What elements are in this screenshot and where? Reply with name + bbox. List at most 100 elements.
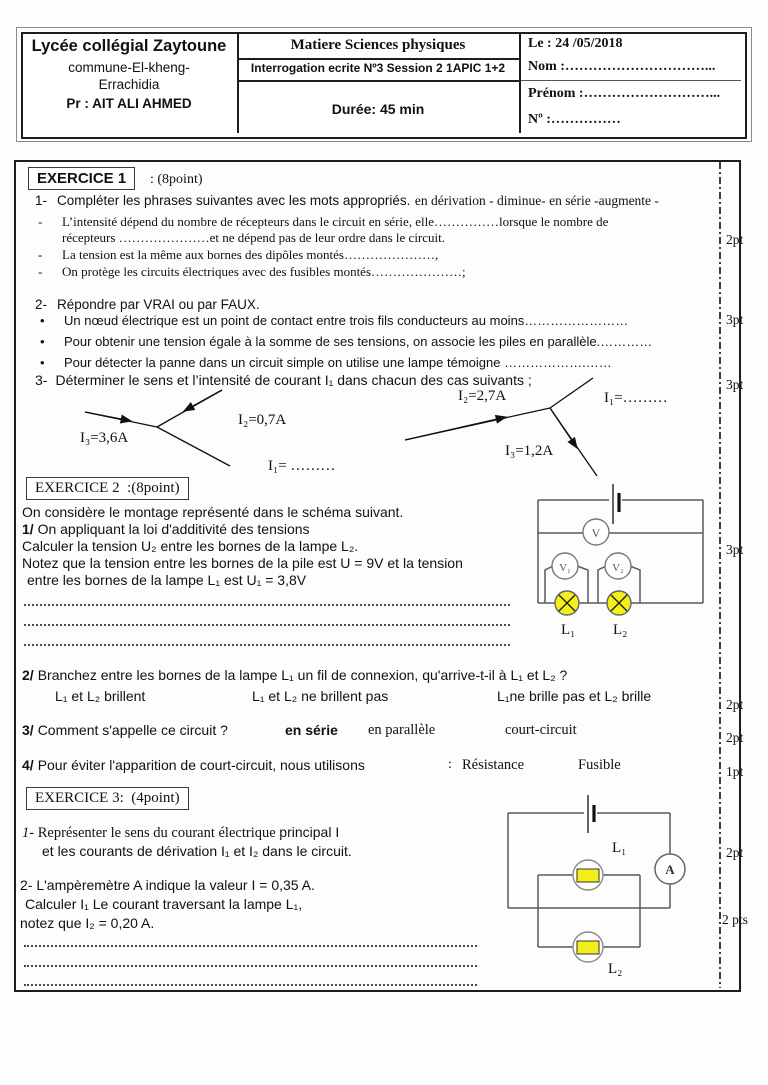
points-badge: 1pt: [726, 764, 744, 779]
header-row-line-1: [239, 58, 519, 60]
lamp-l1-label: L₁: [561, 622, 576, 638]
exercise1-title: EXERCICE 1: [37, 170, 127, 187]
lamp-l1-icon: [572, 859, 604, 891]
bullet-marker: •: [40, 355, 45, 370]
points-badge: 2pt: [726, 697, 744, 712]
exercise2-q3: 3/Comment s'appelle ce circuit ?: [22, 722, 228, 738]
fill-item: - L’intensité dépend du nombre de récepte…: [38, 214, 609, 230]
fill-item: - La tension est la même aux bornes des d…: [38, 247, 439, 263]
q2-option-2: L₁ et L₂ ne brillent pas: [252, 688, 389, 704]
points-badge: 2pt: [726, 845, 744, 860]
firstname-field: Prénom :………………………...: [528, 86, 721, 101]
q1-number: 1-: [22, 825, 35, 841]
exercise2-title-box: EXERCICE 2 :(8point): [26, 477, 189, 500]
vrai-faux-bullet: •Pour obtenir une tension égale à la som…: [40, 334, 653, 350]
junction-case2: [404, 377, 598, 477]
q3-number: 3/: [22, 722, 34, 738]
q4-colon: :: [448, 757, 452, 772]
exercise3-q1-line1: 1- Représenter le sens du courant électr…: [22, 824, 339, 842]
points-badge: 2pt: [726, 232, 744, 247]
q3-text: Comment s'appelle ce circuit ?: [37, 722, 228, 738]
exercise3-points: (4point): [131, 790, 180, 806]
svg-text:V: V: [592, 526, 601, 540]
dash-marker: -: [38, 214, 43, 229]
exercise1-q2: 2- Répondre par VRAI ou par FAUX.: [35, 297, 260, 313]
current-label-i2-case2: I₂=2,7A: [458, 388, 507, 404]
name-field: Nom :…………………………...: [528, 59, 716, 74]
lamp-l1-icon: [554, 590, 580, 616]
q2-text: Branchez entre les bornes de la lampe L₁…: [37, 667, 568, 683]
school-city: Errachidia: [98, 77, 160, 92]
points-badge: 3pt: [726, 312, 744, 327]
outer-loop-wire: [537, 500, 704, 604]
battery-icon: [587, 795, 596, 833]
exam-title: Interrogation ecrite Nº3 Session 2 1APIC…: [250, 61, 506, 75]
q3-text: Déterminer le sens et l’intensité de cou…: [55, 372, 532, 388]
exercise2-line5: entre les bornes de la lampe L₁ est U₁ =…: [27, 572, 307, 588]
header-divider-2: [519, 34, 521, 133]
battery-icon: [612, 484, 621, 524]
date-field: Le : 24 /05/2018: [528, 36, 623, 51]
q1-word-bank: en dérivation - diminue- en série -augme…: [414, 193, 659, 208]
voltmeter-v: V: [582, 518, 610, 546]
lamp-l1-label: L₁: [612, 840, 627, 856]
main-content-frame: [14, 160, 741, 992]
exercise2-points: :(8point): [127, 480, 180, 496]
fill-item: récepteurs …………………et ne dépend pas de le…: [38, 230, 446, 246]
v1-bracket-wire: [544, 565, 589, 603]
school-name: Lycée collégial Zaytoune: [31, 37, 227, 55]
q1-text: On appliquant la loi d'additivité des te…: [33, 521, 310, 537]
dash-marker: -: [38, 264, 43, 279]
current-label-i3-case1: I₃=3,6A: [80, 430, 129, 446]
q4-option-1: Résistance: [462, 757, 525, 773]
bullet-text: Pour obtenir une tension égale à la somm…: [64, 334, 653, 349]
q3-number: 3-: [35, 372, 48, 388]
exercise2-q4: 4/Pour éviter l'apparition de court-circ…: [22, 757, 365, 773]
exercise2-q2: 2/Branchez entre les bornes de la lampe …: [22, 667, 567, 683]
q2-option-3: L₁ne brille pas et L₂ brille: [497, 688, 652, 704]
q3-option-3: court-circuit: [505, 722, 577, 738]
bullet-text: Pour détecter la panne dans un circuit s…: [64, 355, 612, 370]
number-field: Nº :……………: [528, 112, 621, 127]
exercise3-q2-line1: 2- L'ampèremètre A indique la valeur I =…: [20, 877, 315, 893]
dash-marker: -: [38, 247, 43, 262]
lamp-l2-label: L₂: [608, 961, 623, 977]
q2-option-1: L₁ et L₂ brillent: [55, 688, 146, 704]
ammeter: A: [654, 853, 686, 885]
header-row-line-2: [239, 80, 519, 82]
points-badge: 3pt: [726, 542, 744, 557]
q2-text: Répondre par VRAI ou par FAUX.: [57, 297, 260, 312]
exercise2-intro: On considère le montage représenté dans …: [22, 504, 404, 520]
current-label-i2-case1: I₂=0,7A: [238, 412, 287, 428]
bullet-marker: •: [40, 313, 45, 328]
exercise2-line3: Calculer la tension U₂ entre les bornes …: [22, 538, 359, 554]
points-badge: 2 pts: [722, 912, 748, 927]
exercise3-q2-line3: notez que I₂ = 0,20 A.: [20, 915, 155, 931]
header-outer-frame: [16, 27, 752, 142]
answer-dotted-line: [24, 945, 477, 947]
points-badge: 3pt: [726, 377, 744, 392]
teacher-name: Pr : AIT ALI AHMED: [66, 96, 192, 111]
answer-dotted-line: [24, 624, 510, 626]
svg-text:A: A: [665, 862, 675, 877]
q4-option-2: Fusible: [578, 757, 621, 773]
parallel-node-wires: [537, 875, 641, 947]
q1-number: 1-: [35, 193, 48, 208]
exercise3-q1-line2: et les courants de dérivation I₁ et I₂ d…: [42, 843, 352, 859]
answer-dotted-line: [24, 984, 477, 986]
q2-number: 2-: [35, 297, 48, 312]
exercise3-q2-line2: Calculer I₁ Le courant traversant la lam…: [25, 896, 303, 912]
bullet-text: Un nœud électrique est un point de conta…: [64, 313, 629, 328]
fill-item-text: La tension est la même aux bornes des di…: [62, 247, 439, 262]
fill-item-text: L’intensité dépend du nombre de récepteu…: [62, 214, 609, 229]
current-label-i3-case2: I₃=1,2A: [505, 443, 554, 459]
fill-item-text: récepteurs …………………et ne dépend pas de le…: [62, 230, 446, 245]
exam-duration: Durée: 45 min: [331, 101, 425, 117]
current-label-i1-case2: I₁=………: [604, 390, 668, 406]
current-junction-diagram: [84, 377, 598, 477]
q1-text: Compléter les phrases suivantes avec les…: [57, 193, 411, 208]
circuit-diagram-parallel-lamps: A: [507, 795, 686, 963]
exercise1-points: : (8point): [150, 172, 203, 187]
lamp-l2-label: L₂: [613, 622, 628, 638]
exercise2-title: EXERCICE 2: [35, 480, 120, 496]
